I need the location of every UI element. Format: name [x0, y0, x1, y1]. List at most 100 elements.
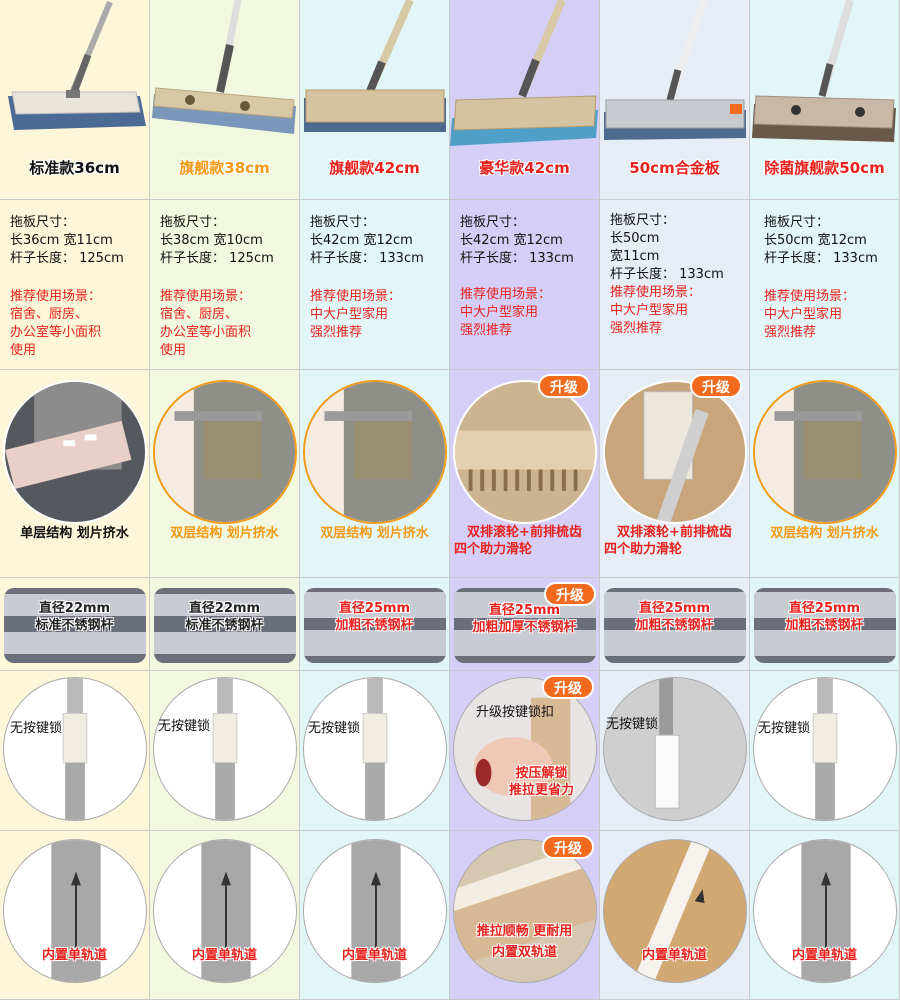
- spec-cell-0: 拖板尺寸： 长36cm 宽11cm 杆子长度： 125cm 推荐使用场景： 宿舍…: [0, 200, 150, 370]
- spec-cell-2: 拖板尺寸： 长42cm 宽12cm 杆子长度： 133cm 推荐使用场景： 中大…: [300, 200, 450, 370]
- flat-mop-image: [304, 0, 446, 132]
- structure-caption: 双排滚轮+前排梳齿 四个助力滑轮: [604, 525, 732, 557]
- pipe-caption: 直径22mm 标准不锈钢杆: [35, 601, 114, 633]
- squeegee-image: [753, 380, 897, 524]
- rail-cell-1: 内置单轨道: [150, 831, 300, 1000]
- spec-cell-4: 拖板尺寸： 长50cm 宽11cm 杆子长度： 133cm 推荐使用场景： 中大…: [600, 200, 750, 370]
- model-cell-0: 标准款36cm: [0, 0, 150, 200]
- pipe-cell-1: 直径22mm 标准不锈钢杆: [150, 578, 300, 671]
- squeegee-image: [453, 380, 597, 524]
- upgrade-badge: 升级: [542, 675, 594, 699]
- lock-cell-0: 无按键锁: [0, 671, 150, 831]
- upgrade-badge: 升级: [542, 835, 594, 859]
- steel-pipe-image: [4, 588, 146, 663]
- spec-cell-3: 拖板尺寸： 长42cm 宽12cm 杆子长度： 133cm 推荐使用场景： 中大…: [450, 200, 600, 370]
- spec-text: 拖板尺寸： 长50cm 宽12cm 杆子长度： 133cm: [764, 215, 878, 266]
- steel-pipe-image: [304, 588, 446, 663]
- model-cell-5: 除菌旗舰款50cm: [750, 0, 900, 200]
- rail-image: [303, 839, 447, 983]
- rail-arrow-icon: [821, 871, 831, 886]
- flat-mop-image: [450, 0, 598, 146]
- model-name: 50cm合金板: [629, 159, 720, 177]
- spec-cell-1: 拖板尺寸： 长38cm 宽10cm 杆子长度： 125cm 推荐使用场景： 宿舍…: [150, 200, 300, 370]
- rail-arrow-icon: [371, 871, 381, 886]
- pipe-cell-4: 直径25mm 加粗不锈钢杆: [600, 578, 750, 671]
- spec-text: 拖板尺寸： 长50cm 宽11cm 杆子长度： 133cm: [610, 213, 724, 282]
- rail-cell-3: 升级 推拉顺畅 更耐用 内置双轨道: [450, 831, 600, 1000]
- structure-cell-2: 双层结构 划片挤水: [300, 370, 450, 578]
- rail-arrow-icon: [71, 871, 81, 886]
- spec-text: 拖板尺寸： 长42cm 宽12cm 杆子长度： 133cm: [310, 215, 424, 266]
- model-name: 除菌旗舰款50cm: [764, 159, 885, 177]
- spec-text: 拖板尺寸： 长38cm 宽10cm 杆子长度： 125cm: [160, 215, 274, 266]
- structure-cell-5: 双层结构 划片挤水: [750, 370, 900, 578]
- lock-cell-4: 无按键锁: [600, 671, 750, 831]
- rail-image: [153, 839, 297, 983]
- model-cell-4: 50cm合金板: [600, 0, 750, 200]
- spec-text: 拖板尺寸： 长36cm 宽11cm 杆子长度： 125cm: [10, 215, 124, 266]
- squeegee-image: [603, 380, 747, 524]
- model-name: 旗舰款42cm: [329, 159, 420, 177]
- upgrade-badge: 升级: [538, 374, 590, 398]
- squeegee-image: [303, 380, 447, 524]
- rail-cell-4: 内置单轨道: [600, 831, 750, 1000]
- rail-cell-5: 内置单轨道: [750, 831, 900, 1000]
- handle-lock-image: [603, 677, 747, 821]
- pipe-caption: 直径25mm 加粗不锈钢杆: [335, 601, 414, 633]
- squeegee-image: [153, 380, 297, 524]
- flat-mop-image: [8, 0, 146, 130]
- pipe-cell-3: 升级 直径25mm 加粗加厚不锈钢杆: [450, 578, 600, 671]
- lock-cell-1: 无按键锁: [150, 671, 300, 831]
- squeegee-image: [3, 380, 147, 524]
- rail-image: [603, 839, 747, 983]
- flat-mop-image: [604, 0, 746, 140]
- pipe-cell-2: 直径25mm 加粗不锈钢杆: [300, 578, 450, 671]
- lock-cell-3: 升级 升级按键锁扣 按压解锁 推拉更省力: [450, 671, 600, 831]
- model-cell-3: 豪华款42cm: [450, 0, 600, 200]
- model-name: 旗舰款38cm: [179, 159, 270, 177]
- steel-pipe-image: [154, 588, 296, 663]
- structure-cell-3: 升级 双排滚轮+前排梳齿 四个助力滑轮: [450, 370, 600, 578]
- spec-cell-5: 拖板尺寸： 长50cm 宽12cm 杆子长度： 133cm 推荐使用场景： 中大…: [750, 200, 900, 370]
- model-name: 标准款36cm: [29, 159, 120, 177]
- rail-arrow-icon: [221, 871, 231, 886]
- scene-text: 推荐使用场景： 中大户型家用 强烈推荐: [764, 289, 856, 340]
- scene-text: 推荐使用场景： 中大户型家用 强烈推荐: [460, 287, 552, 338]
- rail-arrow-icon: [694, 889, 705, 904]
- pipe-caption: 直径25mm 加粗加厚不锈钢杆: [472, 603, 577, 635]
- structure-cell-0: 单层结构 划片挤水: [0, 370, 150, 578]
- rail-caption: 推拉顺畅 更耐用 内置双轨道: [476, 924, 573, 960]
- rail-cell-2: 内置单轨道: [300, 831, 450, 1000]
- rail-cell-0: 内置单轨道: [0, 831, 150, 1000]
- structure-caption: 双排滚轮+前排梳齿 四个助力滑轮: [454, 525, 582, 557]
- model-cell-2: 旗舰款42cm: [300, 0, 450, 200]
- pipe-cell-0: 直径22mm 标准不锈钢杆: [0, 578, 150, 671]
- scene-text: 推荐使用场景： 宿舍、厨房、 办公室等小面积 使用: [10, 289, 102, 358]
- structure-cell-4: 升级 双排滚轮+前排梳齿 四个助力滑轮: [600, 370, 750, 578]
- handle-lock-image: [453, 677, 597, 821]
- model-cell-1: 旗舰款38cm: [150, 0, 300, 200]
- flat-mop-image: [152, 0, 296, 134]
- steel-pipe-image: [604, 588, 746, 663]
- pipe-caption: 直径25mm 加粗不锈钢杆: [635, 601, 714, 633]
- flat-mop-image: [752, 0, 896, 142]
- handle-lock-image: [303, 677, 447, 821]
- handle-lock-image: [153, 677, 297, 821]
- lock-caption: 按压解锁 推拉更省力: [508, 766, 574, 798]
- scene-text: 推荐使用场景： 宿舍、厨房、 办公室等小面积 使用: [160, 289, 252, 358]
- handle-lock-image: [753, 677, 897, 821]
- steel-pipe-image: [754, 588, 896, 663]
- scene-text: 推荐使用场景： 中大户型家用 强烈推荐: [610, 285, 702, 336]
- spec-text: 拖板尺寸： 长42cm 宽12cm 杆子长度： 133cm: [460, 215, 574, 266]
- scene-text: 推荐使用场景： 中大户型家用 强烈推荐: [310, 289, 402, 340]
- rail-image: [3, 839, 147, 983]
- pipe-cell-5: 直径25mm 加粗不锈钢杆: [750, 578, 900, 671]
- structure-cell-1: 双层结构 划片挤水: [150, 370, 300, 578]
- lock-cell-2: 无按键锁: [300, 671, 450, 831]
- pipe-caption: 直径22mm 标准不锈钢杆: [185, 601, 264, 633]
- rail-image: [453, 839, 597, 983]
- upgrade-badge: 升级: [690, 374, 742, 398]
- upgrade-badge: 升级: [544, 582, 596, 606]
- pipe-caption: 直径25mm 加粗不锈钢杆: [785, 601, 864, 633]
